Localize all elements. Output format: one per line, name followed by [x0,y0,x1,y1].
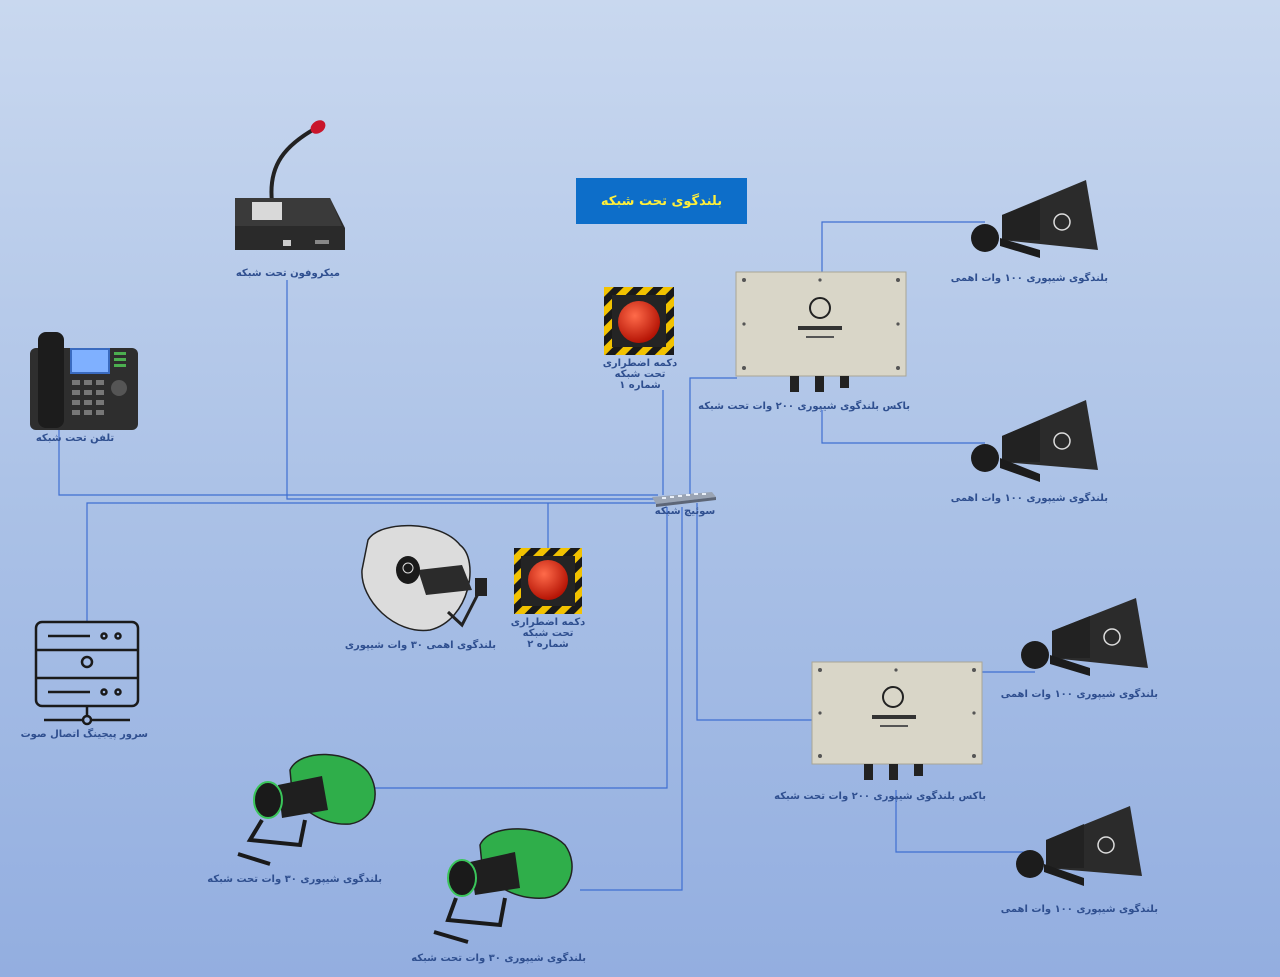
ip-phone [30,332,138,430]
horn-speaker-4-label: بلندگوی شیپوری ۱۰۰ وات اهمی [1000,904,1158,915]
horn-speaker-1-label: بلندگوی شیپوری ۱۰۰ وات اهمی [950,273,1108,284]
amplifier-box-1-label: باکس بلندگوی شیپوری ۲۰۰ وات تحت شبکه [698,401,910,412]
connection-lines [58,221,1035,891]
horn-speaker-2 [971,400,1098,482]
horn-speaker-2-label: بلندگوی شیپوری ۱۰۰ وات اهمی [950,493,1108,504]
emergency-button-2 [514,548,582,614]
emergency-button-1-label: دکمه اضطراری تحت شبکه شماره ۱ [602,358,678,391]
green-speaker-1-label: بلندگوی شیپوری ۳۰ وات تحت شبکه [207,874,382,885]
green-speaker-2 [433,828,573,944]
emergency-button-2-label: دکمه اضطراری تحت شبکه شماره ۲ [510,617,586,650]
diagram-title: بلندگوی تحت شبکه [576,178,747,224]
horn-speaker-3 [1021,598,1148,676]
gray-speaker-label: بلندگوی اهمی ۳۰ وات شیپوری [344,640,496,651]
switch-label: سوئیچ شبکه [654,506,716,517]
green-speaker-1 [237,753,376,866]
horn-speaker-1 [971,180,1098,258]
server-label: سرور پیجینگ اتصال صوت [20,729,148,740]
gray-mushroom-speaker [361,524,487,632]
microphone-label: میکروفون تحت شبکه [235,268,340,279]
green-speaker-2-label: بلندگوی شیپوری ۳۰ وات تحت شبکه [411,953,586,964]
emergency-button-1 [604,287,674,355]
amplifier-box-1 [735,271,907,392]
horn-speaker-3-label: بلندگوی شیپوری ۱۰۰ وات اهمی [1000,689,1158,700]
phone-label: تلفن تحت شبکه [35,433,115,444]
paging-server [34,620,140,726]
network-microphone [235,120,345,250]
network-switch [652,492,716,507]
horn-speaker-4 [1016,806,1142,886]
amplifier-box-2-label: باکس بلندگوی شیپوری ۲۰۰ وات تحت شبکه [774,791,986,802]
amplifier-box-2 [811,661,983,780]
